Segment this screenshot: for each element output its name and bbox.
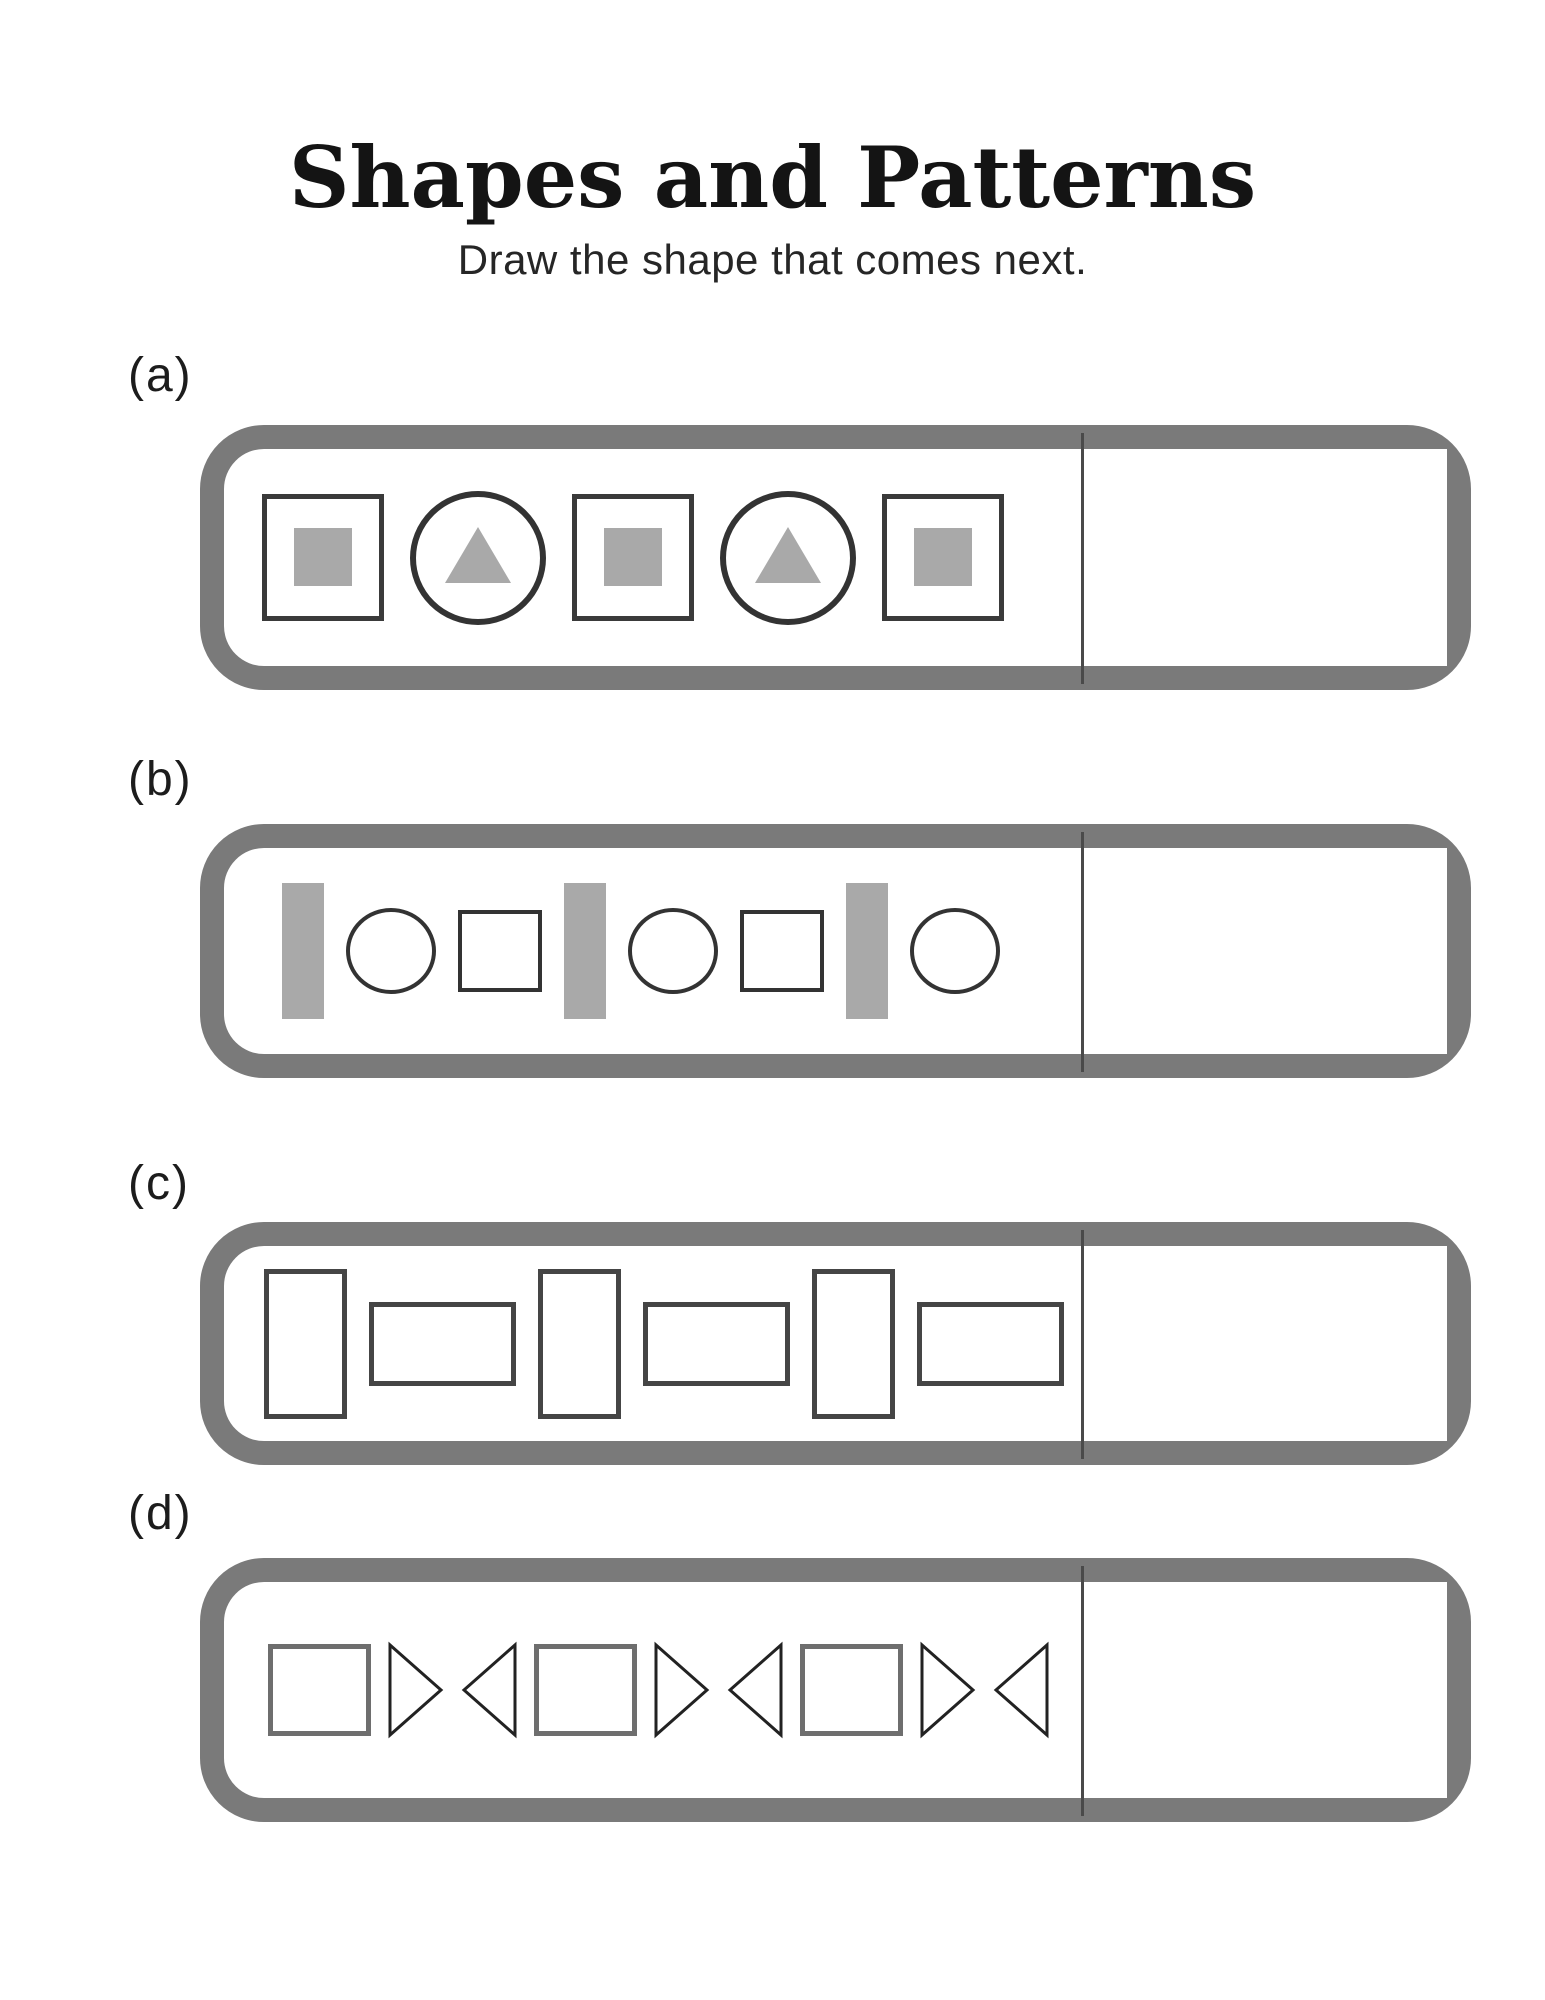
pattern-tray-c — [200, 1222, 1471, 1465]
pattern-tray-b — [200, 824, 1471, 1078]
pattern-sequence-b — [224, 848, 1000, 1054]
answer-drawing-area-b[interactable] — [1086, 848, 1447, 1054]
page-instruction: Draw the shape that comes next. — [457, 236, 1088, 283]
shape-tall-rect-icon — [538, 1268, 621, 1419]
shape-wide-rect-icon — [643, 1301, 790, 1386]
pattern-tray-d — [200, 1558, 1471, 1822]
pattern-tray-a — [200, 425, 1471, 690]
divider-line — [1081, 1566, 1084, 1816]
shape-tri-right-icon — [388, 1641, 444, 1739]
shape-gray-bar-icon — [846, 883, 888, 1019]
answer-drawing-area-d[interactable] — [1086, 1582, 1447, 1798]
shape-square-gray-square-icon — [262, 494, 384, 621]
divider-line — [1081, 1230, 1084, 1459]
shape-circle-small-icon — [910, 908, 1000, 994]
shape-square-gray-square-icon — [572, 494, 694, 621]
row-label-c: (c) — [128, 1157, 190, 1210]
pattern-sequence-d — [224, 1582, 1049, 1798]
shape-circle-small-icon — [346, 908, 436, 994]
shape-gray-bar-icon — [564, 883, 606, 1019]
shape-circle-gray-triangle-icon — [720, 490, 856, 625]
shape-gray-bar-icon — [282, 883, 324, 1019]
shape-square-plain-icon — [800, 1644, 903, 1736]
divider-line — [1081, 433, 1084, 684]
shape-tri-left-icon — [461, 1641, 517, 1739]
shape-tri-left-icon — [727, 1641, 783, 1739]
pattern-sequence-c — [224, 1246, 1064, 1441]
answer-drawing-area-a[interactable] — [1086, 449, 1447, 666]
pattern-sequence-a — [224, 449, 1004, 666]
shape-circle-small-icon — [628, 908, 718, 994]
shape-square-small-icon — [740, 910, 824, 992]
shape-square-gray-square-icon — [882, 494, 1004, 621]
shape-tall-rect-icon — [812, 1268, 895, 1419]
shape-square-plain-icon — [268, 1644, 371, 1736]
shape-tri-left-icon — [993, 1641, 1049, 1739]
answer-drawing-area-c[interactable] — [1086, 1246, 1447, 1441]
row-label-a: (a) — [128, 349, 193, 402]
shape-wide-rect-icon — [369, 1301, 516, 1386]
shape-tri-right-icon — [920, 1641, 976, 1739]
shape-square-small-icon — [458, 910, 542, 992]
divider-line — [1081, 832, 1084, 1072]
shape-tri-right-icon — [654, 1641, 710, 1739]
page-title: Shapes and Patterns — [288, 128, 1257, 228]
row-label-d: (d) — [128, 1487, 193, 1540]
row-label-b: (b) — [128, 753, 193, 806]
shape-circle-gray-triangle-icon — [410, 490, 546, 625]
shape-square-plain-icon — [534, 1644, 637, 1736]
shape-wide-rect-icon — [917, 1301, 1064, 1386]
shape-tall-rect-icon — [264, 1268, 347, 1419]
